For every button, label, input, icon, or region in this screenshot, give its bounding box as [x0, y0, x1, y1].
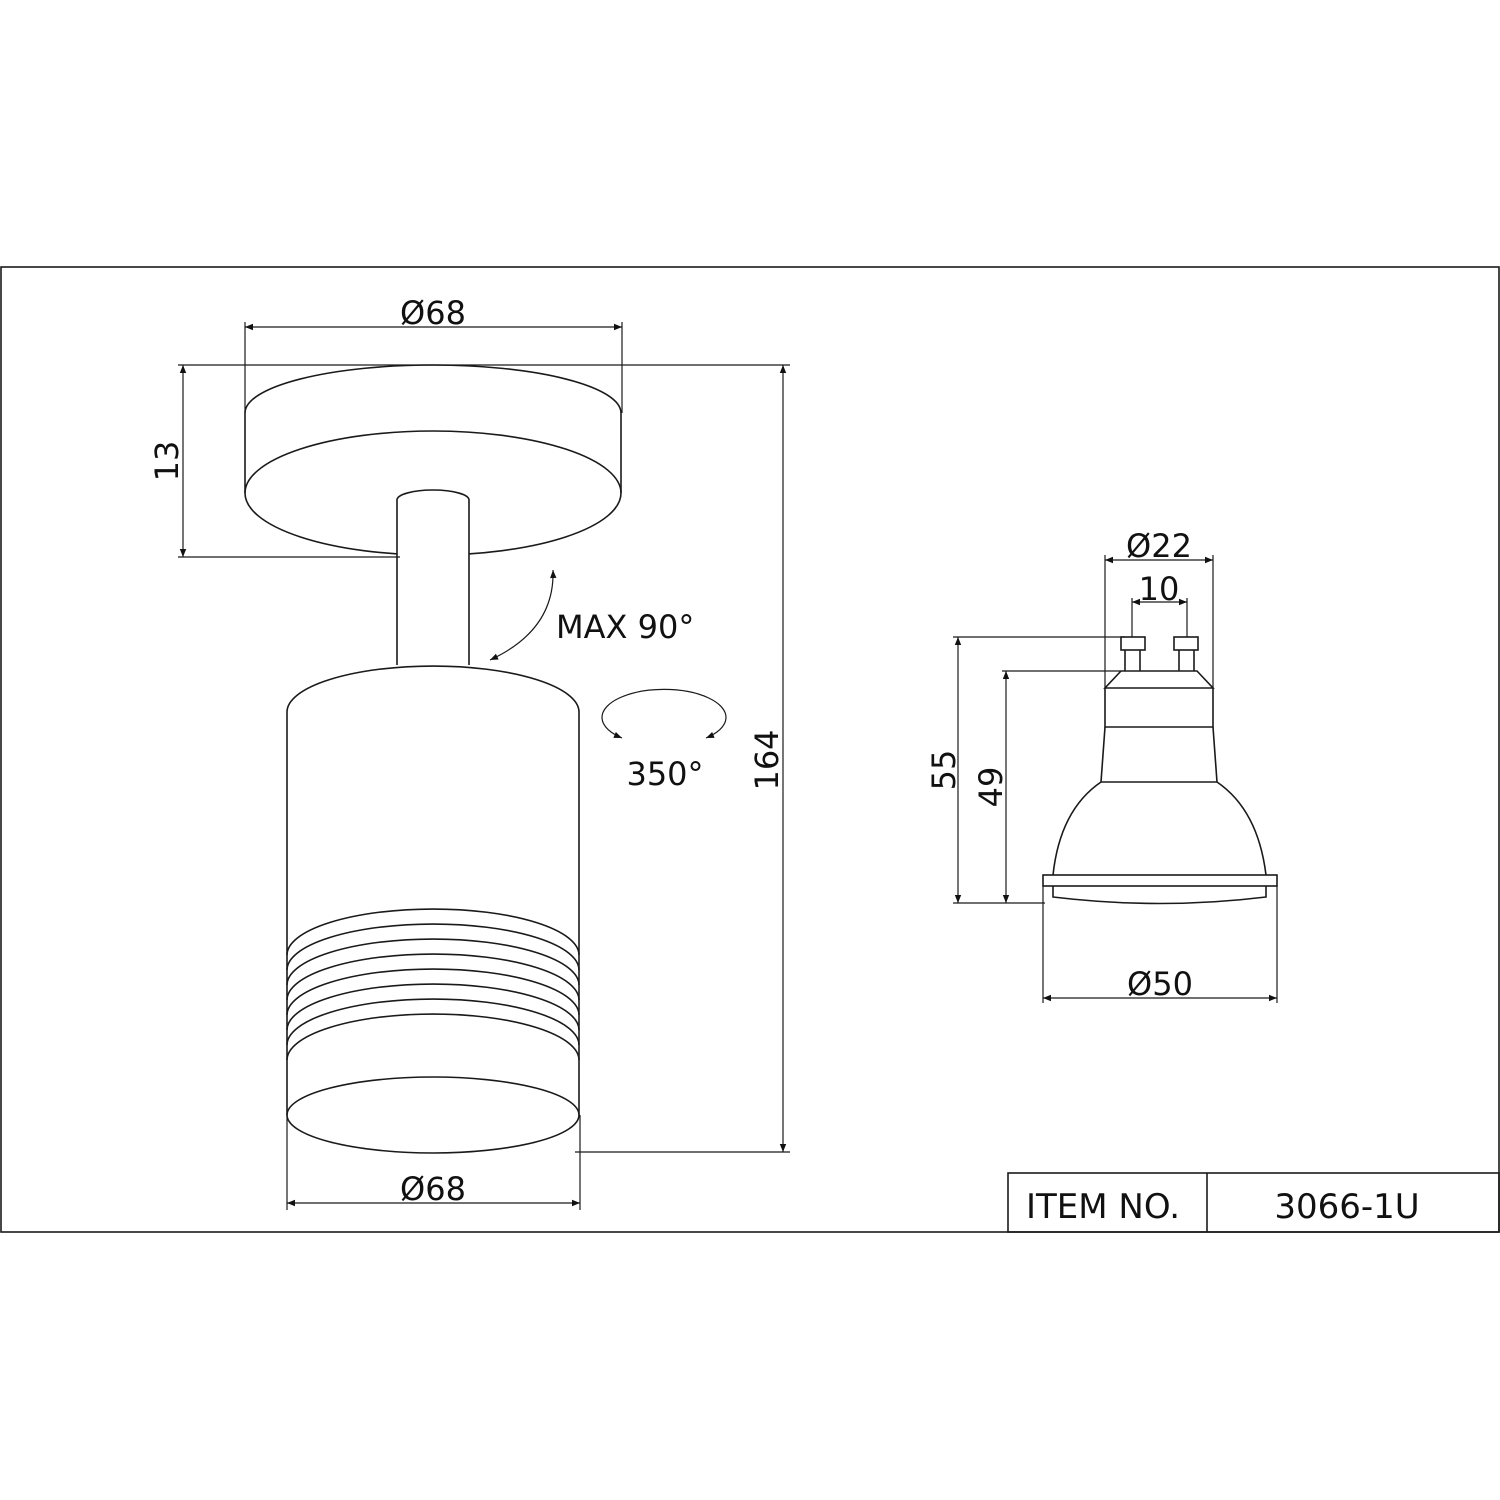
dim-pin-spacing — [1131, 598, 1188, 637]
body-length-label: 49 — [972, 767, 1010, 808]
base-diameter-label: Ø22 — [1126, 527, 1192, 565]
pin-spacing-label: 10 — [1139, 570, 1180, 608]
dim-head-diameter — [286, 1115, 581, 1210]
item-number-label: ITEM NO. — [1026, 1187, 1180, 1227]
tilt-label: MAX 90° — [556, 608, 694, 646]
canopy-diameter-label: Ø68 — [400, 294, 466, 332]
bulb-length-label: 55 — [925, 750, 963, 791]
dim-canopy-diameter — [244, 322, 623, 413]
rotation-arrow — [601, 688, 727, 739]
canopy-height-label: 13 — [148, 441, 186, 482]
gu10-bulb — [1042, 636, 1278, 905]
dim-total-height — [575, 365, 790, 1153]
total-height-label: 164 — [748, 729, 786, 790]
dim-bulb-length — [953, 636, 1125, 904]
face-diameter-label: Ø50 — [1127, 965, 1193, 1003]
tilt-arrow — [489, 569, 557, 661]
head-diameter-label: Ø68 — [400, 1170, 466, 1208]
dim-base-diameter — [1104, 555, 1214, 688]
item-number-value: 3066-1U — [1274, 1187, 1419, 1227]
dim-body-length — [1002, 670, 1121, 903]
dim-face-diameter — [1042, 886, 1278, 1003]
drawing-frame — [0, 266, 1500, 1233]
dim-canopy-height — [178, 364, 790, 558]
rotation-label: 350° — [626, 755, 703, 793]
title-block — [1007, 1172, 1500, 1233]
lamp-head — [286, 665, 580, 1154]
stem — [396, 489, 470, 665]
